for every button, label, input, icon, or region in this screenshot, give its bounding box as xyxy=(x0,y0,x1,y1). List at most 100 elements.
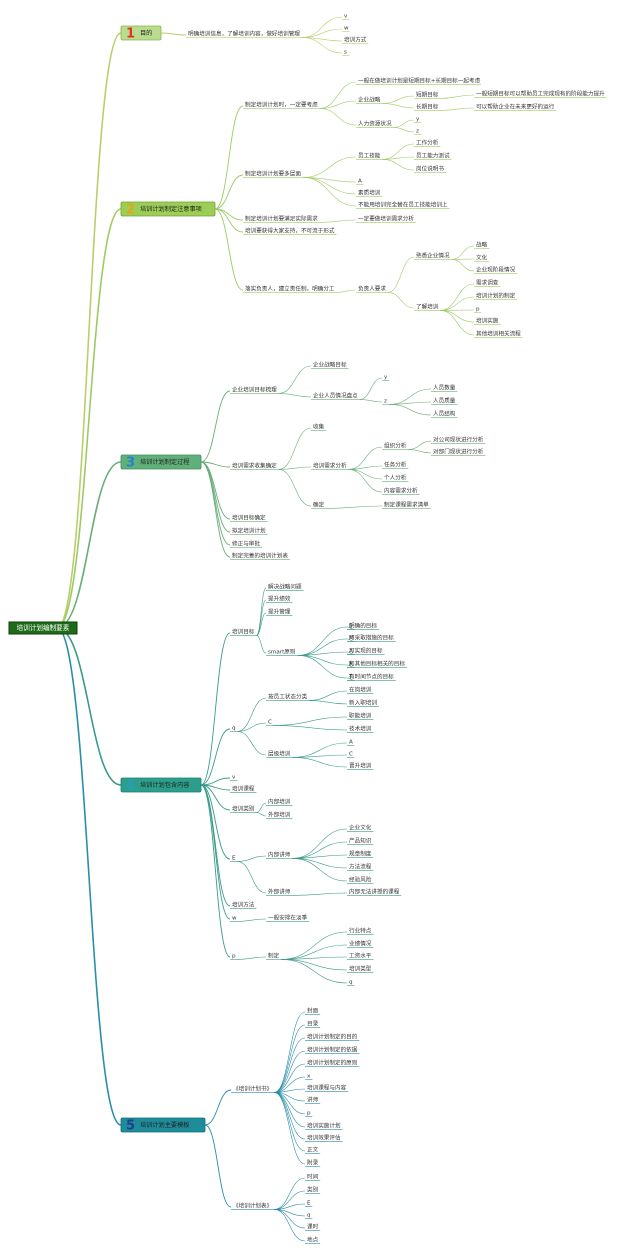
topic-node[interactable]: 任务分析 xyxy=(384,461,407,469)
topic-node[interactable]: 企业文化 xyxy=(349,824,372,832)
topic-node[interactable]: M xyxy=(349,636,354,642)
topic-node[interactable]: 企业培训目标梳理 xyxy=(232,386,277,394)
topic-node[interactable]: A xyxy=(358,179,362,185)
topic-node[interactable]: 内容需求分析 xyxy=(384,487,418,495)
topic-node[interactable]: 人力资源状况 xyxy=(358,120,392,128)
topic-node[interactable]: 产品知识 xyxy=(349,837,372,845)
topic-node[interactable]: 解决战略问题 xyxy=(268,583,302,591)
topic-node[interactable]: 地点 xyxy=(307,1236,319,1244)
topic-node[interactable]: 组织分析 xyxy=(384,442,407,450)
topic-node[interactable]: 培训类别 xyxy=(232,805,255,813)
topic-node[interactable]: s xyxy=(344,50,347,56)
topic-node[interactable]: 规章制度 xyxy=(349,850,372,858)
topic-node[interactable]: 经验风险 xyxy=(349,876,372,884)
topic-node[interactable]: 行业特点 xyxy=(349,927,372,935)
topic-node[interactable]: p xyxy=(476,307,480,313)
topic-node[interactable]: 员工能力测试 xyxy=(416,152,450,160)
topic-node[interactable]: T xyxy=(348,675,353,681)
topic-node[interactable]: q xyxy=(307,1213,311,1219)
topic-node[interactable]: 在岗培训 xyxy=(349,686,372,694)
topic-node[interactable]: 短期目标 xyxy=(416,91,439,99)
topic-node[interactable]: 正文 xyxy=(307,1146,319,1154)
topic-node[interactable]: 职能培训 xyxy=(349,712,372,720)
topic-node[interactable]: 外部培训 xyxy=(268,811,291,819)
topic-node[interactable]: 可采取措施的目标 xyxy=(349,634,394,642)
topic-node[interactable]: 方法流程 xyxy=(349,863,372,871)
topic-node[interactable]: 收集 xyxy=(313,423,325,431)
topic-node[interactable]: 其他培训相关流程 xyxy=(476,330,521,338)
topic-node[interactable]: E xyxy=(232,856,236,862)
topic-node[interactable]: q xyxy=(232,726,236,732)
topic-node[interactable]: 制定培训计划要多层面 xyxy=(245,170,301,178)
topic-node[interactable]: 培训目标 xyxy=(232,628,255,636)
topic-node[interactable]: 技术培训 xyxy=(349,725,372,733)
topic-node[interactable]: 培训计划的制定 xyxy=(476,292,516,300)
root-node-box[interactable] xyxy=(8,621,78,635)
topic-node[interactable]: 有时间节点的目标 xyxy=(349,673,394,681)
topic-node[interactable]: 制定完善的培训计划表 xyxy=(232,552,288,560)
section-4-box[interactable] xyxy=(120,777,202,793)
topic-node[interactable]: p xyxy=(307,1111,311,1117)
topic-node[interactable]: E xyxy=(307,1201,311,1207)
topic-node[interactable]: 外部讲师 xyxy=(268,888,291,896)
topic-node[interactable]: 个人分析 xyxy=(384,474,407,482)
topic-node[interactable]: 培训需求收集确定 xyxy=(232,462,277,470)
topic-node[interactable]: 企业战略 xyxy=(358,96,381,104)
topic-node[interactable]: 目录 xyxy=(307,1020,319,1028)
topic-node[interactable]: 确定 xyxy=(313,501,325,509)
topic-node[interactable]: 一定要做培训需求分析 xyxy=(358,215,414,223)
section-1-box[interactable] xyxy=(120,25,162,41)
topic-node[interactable]: 修正与审批 xyxy=(232,540,260,548)
topic-node[interactable]: 晋升培训 xyxy=(349,762,372,770)
topic-node[interactable]: 时间 xyxy=(307,1173,319,1181)
topic-node[interactable]: 工资水平 xyxy=(349,952,372,960)
topic-node[interactable]: 企业人员情况盘点 xyxy=(313,392,358,400)
topic-node[interactable]: 工作分析 xyxy=(416,139,439,147)
topic-node[interactable]: 制定培训计划要满足实际需求 xyxy=(245,215,318,223)
topic-node[interactable]: C xyxy=(349,752,353,758)
topic-node[interactable]: 培训计划制定的目的 xyxy=(307,1033,358,1041)
topic-node[interactable]: 一般在做培训计划是短期目标+长期目标一起考虑 xyxy=(358,77,481,85)
topic-node[interactable]: 了解培训 xyxy=(416,303,439,311)
topic-node[interactable]: 内部无法讲授的课程 xyxy=(349,888,400,896)
topic-node[interactable]: 培训效果评估 xyxy=(307,1134,341,1142)
topic-node[interactable]: 企业现阶段情况 xyxy=(476,266,516,274)
topic-node[interactable]: 讲师 xyxy=(307,1096,319,1104)
topic-node[interactable]: 类别 xyxy=(307,1186,319,1194)
topic-node[interactable]: w xyxy=(232,916,237,922)
topic-node[interactable]: 培训实施计划 xyxy=(307,1122,341,1130)
topic-node[interactable]: 明确的目标 xyxy=(349,622,377,630)
topic-node[interactable]: 岗位说明书 xyxy=(416,165,444,173)
topic-node[interactable]: A xyxy=(349,740,353,746)
section-3-box[interactable] xyxy=(120,454,202,470)
topic-node[interactable]: 内部讲师 xyxy=(268,851,291,859)
topic-node[interactable]: 可实现的目标 xyxy=(349,647,383,655)
topic-node[interactable]: 课时 xyxy=(307,1223,319,1231)
topic-node[interactable]: C xyxy=(268,720,272,726)
topic-node[interactable]: 提升管理 xyxy=(268,608,291,616)
topic-node[interactable]: 可以帮助企业在未来更好的运行 xyxy=(476,103,555,111)
topic-node[interactable]: 明确培训信息，了解培训内容，做好培训管理 xyxy=(188,30,300,38)
topic-node[interactable]: R xyxy=(349,662,353,668)
topic-node[interactable]: 需求调查 xyxy=(476,279,499,287)
topic-node[interactable]: 提升绩效 xyxy=(268,595,291,603)
topic-node[interactable]: 业绩情况 xyxy=(349,940,372,948)
topic-node[interactable]: 新入职培训 xyxy=(349,699,377,707)
topic-node[interactable]: 人员结构 xyxy=(433,410,456,418)
topic-node[interactable]: 培训计划制定的依据 xyxy=(307,1046,358,1054)
topic-node[interactable]: z xyxy=(384,399,387,405)
section-5-box[interactable] xyxy=(120,1117,206,1133)
topic-node[interactable]: p xyxy=(232,954,236,960)
topic-node[interactable]: 培训实施 xyxy=(476,317,499,325)
topic-node[interactable]: w xyxy=(344,26,349,32)
topic-node[interactable]: q xyxy=(349,980,353,986)
topic-node[interactable]: z xyxy=(416,129,419,135)
topic-node[interactable]: v xyxy=(232,775,236,781)
topic-node[interactable]: 培训类型 xyxy=(349,965,372,973)
topic-node[interactable]: 素质培训 xyxy=(358,189,381,197)
topic-node[interactable]: 层级培训 xyxy=(268,750,291,758)
topic-node[interactable]: 一般安排在淡季 xyxy=(268,914,308,922)
topic-node[interactable]: 和其他目标相关的目标 xyxy=(349,660,405,668)
topic-node[interactable]: S xyxy=(349,624,353,630)
topic-node[interactable]: 对公司现状进行分析 xyxy=(433,436,484,444)
